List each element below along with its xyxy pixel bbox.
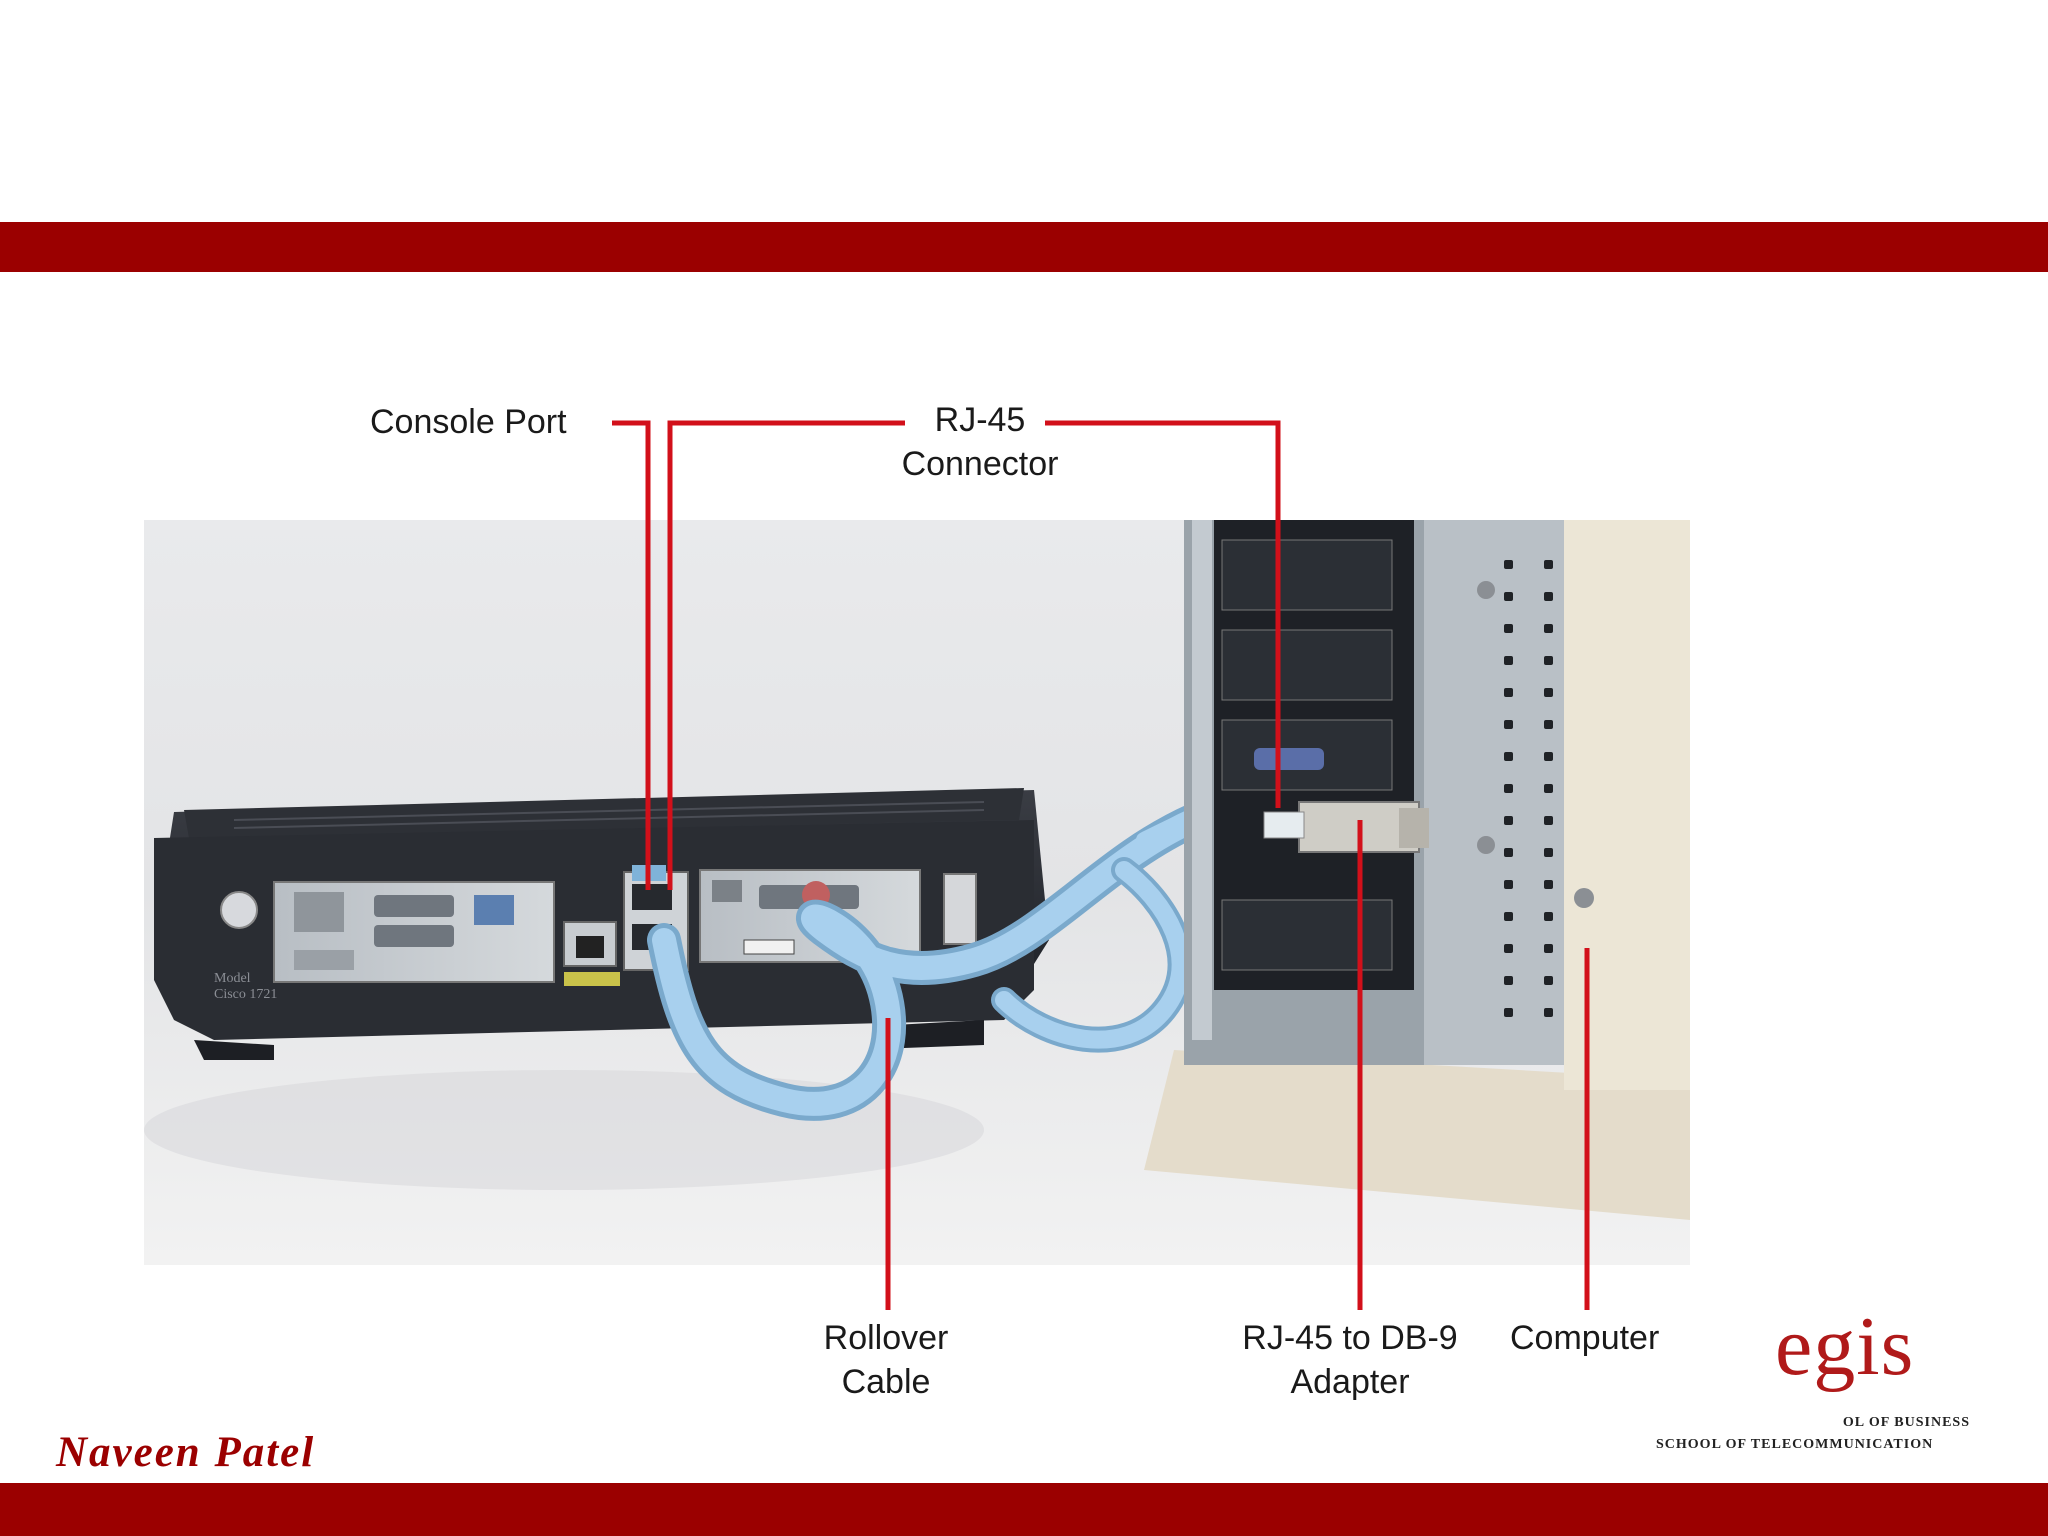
rj45-db9-adapter <box>1263 801 1429 853</box>
bottom-footer-band <box>0 1483 2048 1536</box>
logo-school-telecom: SCHOOL OF TELECOMMUNICATION <box>1656 1437 1934 1452</box>
label-adapter-line1: RJ-45 to DB-9 <box>1242 1319 1458 1357</box>
regis-logo: egis OL OF BUSINESS SCHOOL OF TELECOMMUN… <box>1650 1300 2000 1460</box>
label-adapter-line2: Adapter <box>1290 1363 1410 1401</box>
computer-vent-holes <box>1504 560 1553 1017</box>
computer-case <box>1144 520 1690 1220</box>
author-name: Naveen Patel <box>56 1429 316 1476</box>
label-rj45-connector: RJ-45 Connector <box>880 398 1080 486</box>
leader-rj45-left <box>667 420 905 890</box>
label-rj45-line2: Connector <box>901 445 1059 483</box>
label-rollover-cable: Rollover Cable <box>786 1316 986 1404</box>
router-power-switch <box>220 891 258 929</box>
label-rollover-line2: Cable <box>841 1363 931 1401</box>
leader-rj45-right <box>1045 420 1281 808</box>
power-connector <box>943 873 977 945</box>
label-rollover-line1: Rollover <box>823 1319 949 1357</box>
label-console-port: Console Port <box>370 403 567 441</box>
label-adapter: RJ-45 to DB-9 Adapter <box>1210 1316 1490 1404</box>
ethernet-label <box>564 972 620 986</box>
label-computer: Computer <box>1510 1319 1660 1357</box>
logo-wordmark: egis <box>1775 1300 1915 1393</box>
wic-card-left <box>273 881 555 983</box>
label-rj45-line1: RJ-45 <box>934 401 1026 439</box>
logo-school-business: OL OF BUSINESS <box>1842 1415 1970 1430</box>
model-label-2: Cisco 1721 <box>214 987 277 1002</box>
leader-console-port <box>612 420 651 890</box>
top-title-band <box>0 222 2048 272</box>
model-label-1: Model <box>214 971 251 986</box>
router-console-connection-photo: Model Cisco 1721 <box>144 520 1690 1265</box>
